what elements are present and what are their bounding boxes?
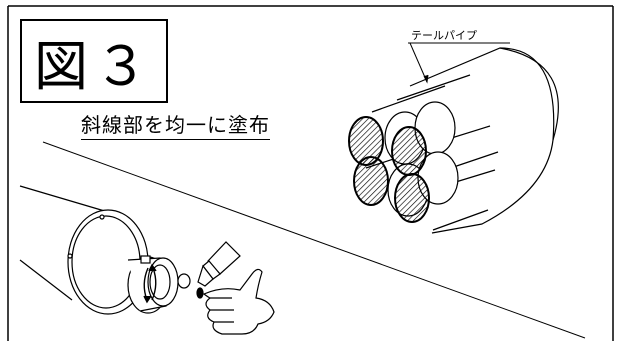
reference-line bbox=[42, 141, 586, 339]
tail-pipe-assembly bbox=[348, 47, 559, 234]
rotation-arrows-icon bbox=[143, 263, 157, 304]
figure-label: 図３ bbox=[34, 34, 154, 98]
figure-label-box: 図３ bbox=[20, 19, 168, 103]
pointing-hand-icon bbox=[202, 268, 275, 335]
outer-frame bbox=[7, 5, 614, 341]
instruction-heading: 斜線部を均一に塗布 bbox=[81, 113, 270, 140]
grease-tube-icon bbox=[177, 241, 241, 299]
callout-tail-pipe: テールパイプ bbox=[411, 29, 477, 42]
callout-leader bbox=[408, 42, 510, 84]
